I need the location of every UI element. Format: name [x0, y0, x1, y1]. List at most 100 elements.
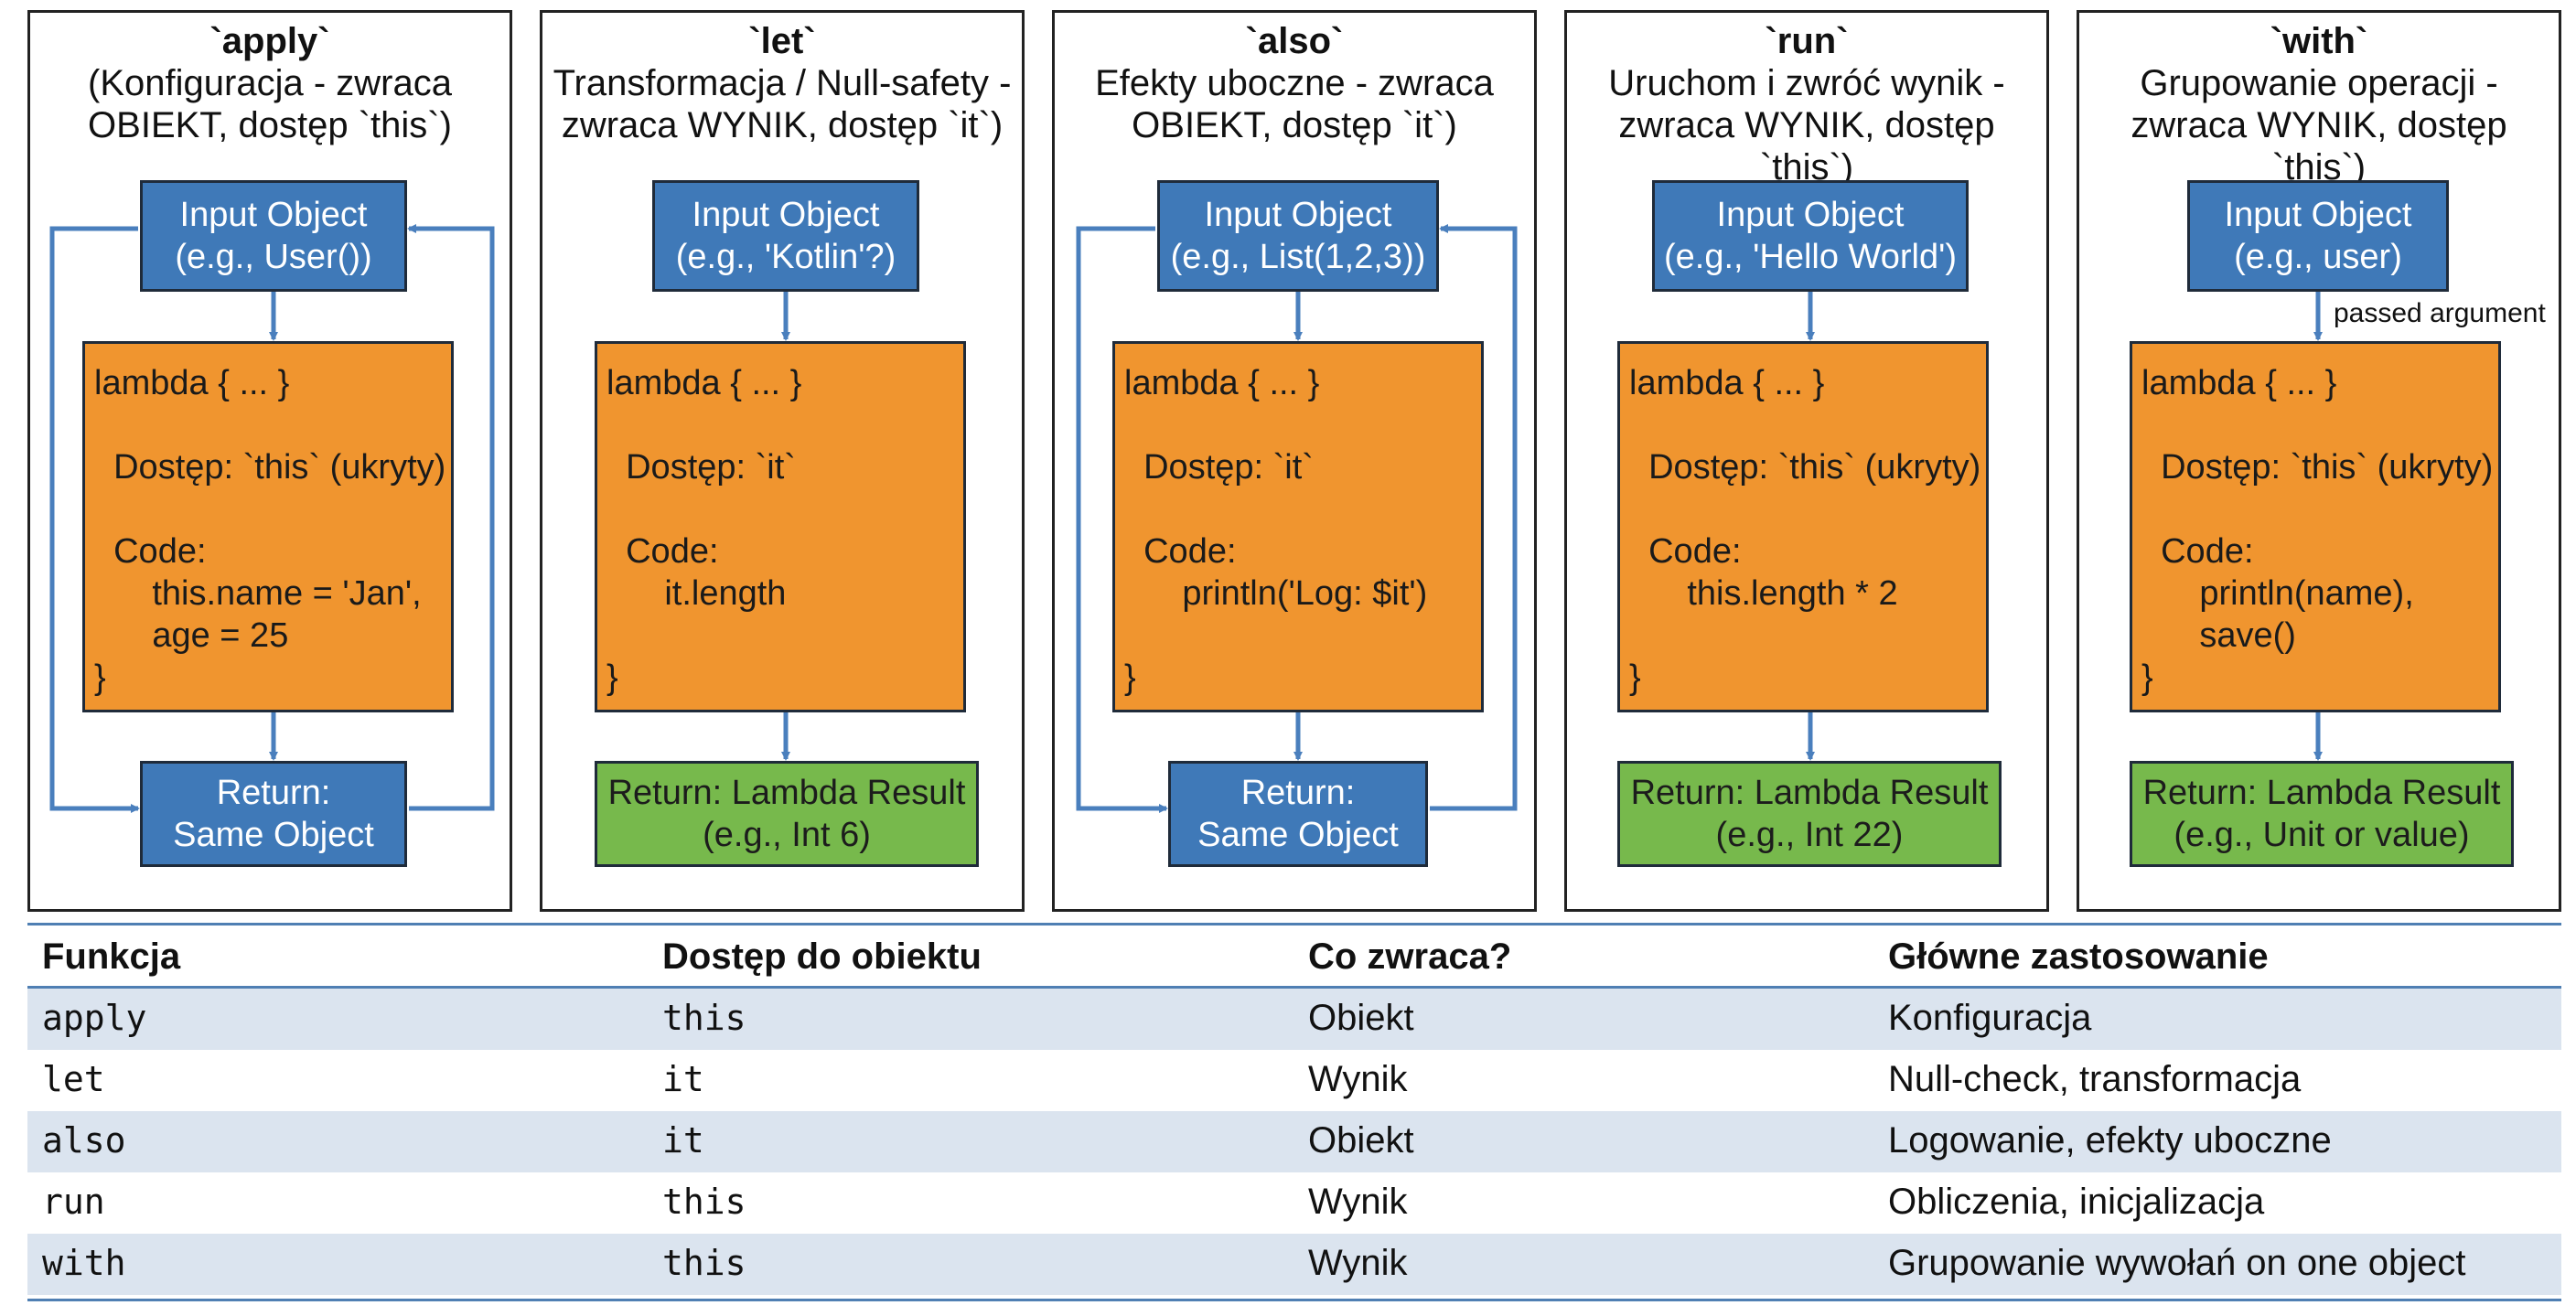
cell-usage: Konfiguracja	[1888, 998, 2092, 1038]
lambda-line: lambda { ... }	[94, 364, 290, 402]
lambda-line: Code:	[94, 532, 207, 571]
return-label: Return:	[216, 774, 331, 812]
panel-also: `also` Efekty uboczne - zwraca OBIEKT, d…	[1052, 10, 1537, 912]
return-result-box: Return: Lambda Result (e.g., Int 22)	[1617, 761, 2002, 867]
panel-desc-line1: Grupowanie operacji -	[2140, 63, 2498, 103]
flow-arrows	[1806, 292, 1815, 761]
return-example: (e.g., Int 22)	[1715, 816, 1904, 854]
lambda-line: Code:	[2141, 532, 2254, 571]
panel-desc-line2: OBIEKT, dostęp `this`)	[88, 105, 452, 145]
lambda-line: this.name = 'Jan',	[94, 574, 422, 613]
return-example: (e.g., Unit or value)	[2174, 816, 2470, 854]
lambda-line: Dostęp: `it`	[1124, 448, 1314, 487]
cell-access: this	[662, 1182, 746, 1222]
return-result-box: Return: Lambda Result (e.g., Unit or val…	[2130, 761, 2514, 867]
lambda-line: println('Log: $it')	[1124, 574, 1428, 613]
panel-let: `let` Transformacja / Null-safety - zwra…	[540, 10, 1025, 912]
lambda-line: lambda { ... }	[1629, 364, 1825, 402]
panel-desc-line1: Efekty uboczne - zwraca	[1095, 63, 1494, 103]
input-object-label: Input Object	[692, 196, 880, 234]
cell-function: with	[42, 1243, 126, 1283]
return-label: Return: Lambda Result	[2142, 774, 2501, 812]
input-object-label: Input Object	[1716, 196, 1905, 234]
cell-returns: Wynik	[1308, 1059, 1408, 1099]
input-object-example: (e.g., 'Kotlin'?)	[675, 238, 896, 276]
table-bottom-rule	[27, 1299, 2561, 1301]
table-header: Funkcja Dostęp do obiektu Co zwraca? Głó…	[27, 923, 2561, 989]
panel-name: `with`	[2270, 21, 2368, 61]
cell-access: this	[662, 998, 746, 1038]
cell-returns: Wynik	[1308, 1243, 1408, 1283]
cell-returns: Obiekt	[1308, 998, 1414, 1038]
input-object-box: Input Object (e.g., 'Kotlin'?)	[652, 180, 919, 292]
input-object-label: Input Object	[2224, 196, 2412, 234]
lambda-line: Code:	[606, 532, 719, 571]
cell-access: it	[662, 1120, 704, 1161]
cell-function: also	[42, 1120, 126, 1161]
lambda-box: lambda { ... } Dostęp: `it` Code: printl…	[1112, 341, 1484, 712]
cell-function: apply	[42, 998, 147, 1038]
input-object-example: (e.g., 'Hello World')	[1663, 238, 1957, 276]
header-zastosowanie: Główne zastosowanie	[1888, 936, 2269, 977]
lambda-box: lambda { ... } Dostęp: `this` (ukryty) C…	[82, 341, 454, 712]
lambda-line: lambda { ... }	[2141, 364, 2337, 402]
return-label: Return:	[1240, 774, 1356, 812]
lambda-box: lambda { ... } Dostęp: `it` Code: it.len…	[595, 341, 966, 712]
table-row: let it Wynik Null-check, transformacja	[27, 1050, 2561, 1111]
input-object-example: (e.g., user)	[2234, 238, 2402, 276]
lambda-line: this.length * 2	[1629, 574, 1898, 613]
table-row: with this Wynik Grupowanie wywołań on on…	[27, 1234, 2561, 1295]
panel-desc-line1: (Konfiguracja - zwraca	[88, 63, 452, 103]
panel-title: `let` Transformacja / Null-safety - zwra…	[542, 20, 1022, 146]
lambda-line: age = 25	[94, 616, 289, 655]
table-row: run this Wynik Obliczenia, inicjalizacja	[27, 1172, 2561, 1234]
panel-desc-line1: Uruchom i zwróć wynik -	[1608, 63, 2005, 103]
header-co-zwraca: Co zwraca?	[1308, 936, 1512, 977]
lambda-line: it.length	[606, 574, 787, 613]
panel-run: `run` Uruchom i zwróć wynik - zwraca WYN…	[1564, 10, 2049, 912]
return-box: Return: Same Object	[140, 761, 407, 867]
flow-arrows	[49, 224, 495, 813]
lambda-line: }	[1629, 658, 1641, 697]
return-example: (e.g., Int 6)	[703, 816, 871, 854]
return-label: Return: Lambda Result	[1630, 774, 1989, 812]
cell-returns: Wynik	[1308, 1182, 1408, 1222]
lambda-line: Dostęp: `this` (ukryty)	[1629, 448, 1981, 487]
input-object-box: Input Object (e.g., User())	[140, 180, 407, 292]
table-row: also it Obiekt Logowanie, efekty uboczne	[27, 1111, 2561, 1172]
cell-access: this	[662, 1243, 746, 1283]
panel-name: `let`	[748, 21, 816, 61]
panel-desc-line2: zwraca WYNIK, dostęp `it`)	[561, 105, 1004, 145]
passed-argument-note: passed argument	[2334, 298, 2546, 328]
cell-usage: Grupowanie wywołań on one object	[1888, 1243, 2466, 1283]
return-example: Same Object	[173, 816, 374, 854]
input-object-box: Input Object (e.g., user)	[2187, 180, 2449, 292]
lambda-line: lambda { ... }	[606, 364, 802, 402]
lambda-line: }	[2141, 658, 2153, 697]
lambda-line: println(name),	[2141, 574, 2414, 613]
cell-function: run	[42, 1182, 105, 1222]
input-object-example: (e.g., List(1,2,3))	[1170, 238, 1426, 276]
panel-title: `also` Efekty uboczne - zwraca OBIEKT, d…	[1055, 20, 1534, 146]
panel-name: `apply`	[209, 21, 330, 61]
return-example: Same Object	[1197, 816, 1399, 854]
panel-name: `run`	[1765, 21, 1849, 61]
input-object-box: Input Object (e.g., List(1,2,3))	[1157, 180, 1439, 292]
header-funkcja: Funkcja	[42, 936, 181, 977]
panel-apply: `apply` (Konfiguracja - zwraca OBIEKT, d…	[27, 10, 512, 912]
input-object-label: Input Object	[1204, 196, 1392, 234]
return-label: Return: Lambda Result	[607, 774, 966, 812]
lambda-line: Code:	[1124, 532, 1237, 571]
cell-returns: Obiekt	[1308, 1120, 1414, 1161]
lambda-line: Code:	[1629, 532, 1742, 571]
panel-title: `apply` (Konfiguracja - zwraca OBIEKT, d…	[30, 20, 510, 146]
flow-arrows	[2313, 292, 2323, 761]
lambda-line: Dostęp: `this` (ukryty)	[94, 448, 446, 487]
return-result-box: Return: Lambda Result (e.g., Int 6)	[595, 761, 979, 867]
cell-usage: Obliczenia, inicjalizacja	[1888, 1182, 2265, 1222]
panel-desc-line1: Transformacja / Null-safety -	[553, 63, 1012, 103]
lambda-line: Dostęp: `it`	[606, 448, 796, 487]
panel-name: `also`	[1245, 21, 1344, 61]
return-box: Return: Same Object	[1168, 761, 1428, 867]
lambda-line: Dostęp: `this` (ukryty)	[2141, 448, 2494, 487]
